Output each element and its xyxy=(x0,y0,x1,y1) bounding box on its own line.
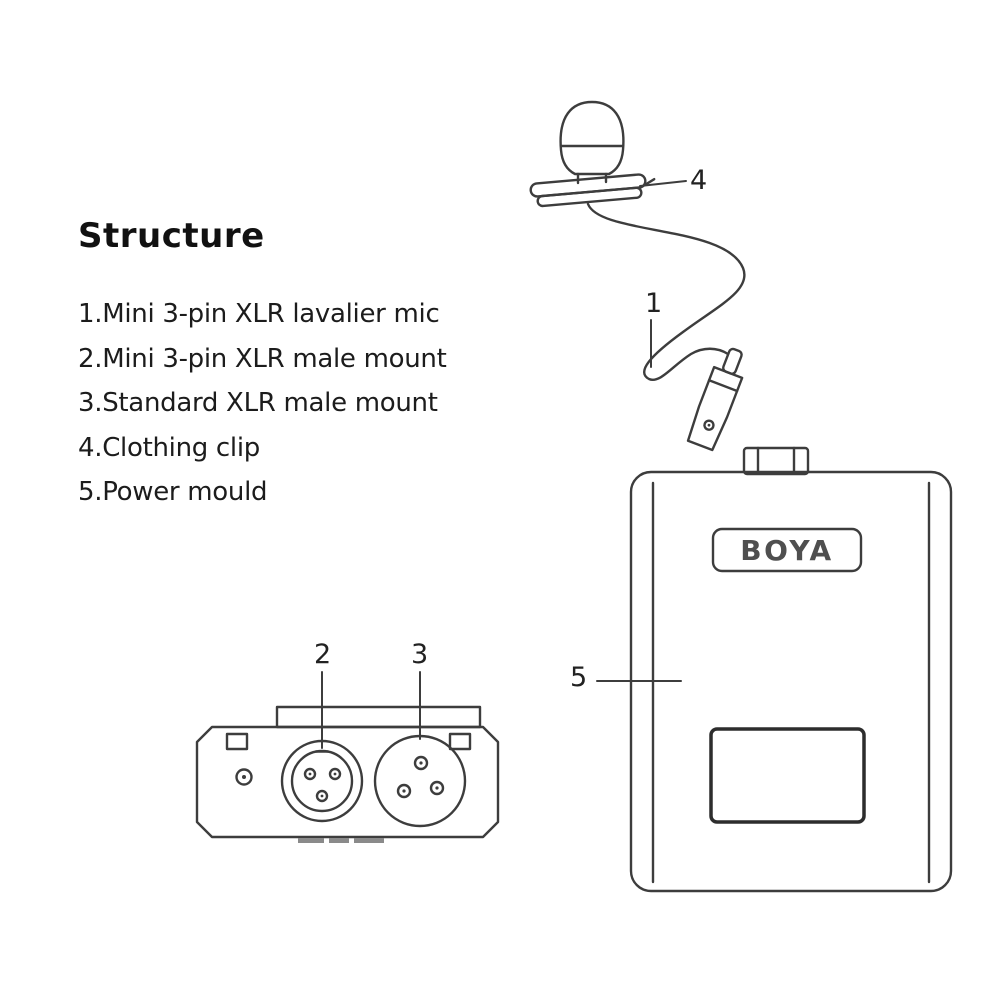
standard-xlr-male-mount xyxy=(373,734,467,828)
callout-label-2: 2 xyxy=(314,639,332,670)
callout-lines xyxy=(321,180,687,749)
moulded-print-marks xyxy=(298,838,384,843)
bodypack-input-jack xyxy=(742,446,810,476)
legend-item-5: 5.Power mould xyxy=(78,477,268,507)
callout-label-3: 3 xyxy=(411,639,429,670)
legend-item-3: 3.Standard XLR male mount xyxy=(78,388,438,418)
legend-item-4: 4.Clothing clip xyxy=(78,432,260,463)
mic-cable xyxy=(586,202,746,382)
brand-logo-plate: BOYA xyxy=(711,527,863,573)
mini-xlr-connector xyxy=(686,347,744,452)
clothing-clip xyxy=(529,173,656,208)
callout-label-1: 1 xyxy=(645,288,663,319)
legend-list: 1.Mini 3-pin XLR lavalier mic 2.Mini 3-p… xyxy=(78,292,447,515)
xlr-mounts-top-view xyxy=(195,705,500,843)
leader-line-4 xyxy=(639,180,687,187)
mini-xlr-male-mount xyxy=(280,739,364,823)
brand-logo: BOYA xyxy=(740,534,833,567)
bodypack-panel-window xyxy=(709,727,866,824)
top-view-tab xyxy=(275,705,482,729)
legend-item-1: 1.Mini 3-pin XLR lavalier mic xyxy=(78,299,440,329)
legend-item-2: 2.Mini 3-pin XLR male mount xyxy=(78,343,447,374)
callout-label-5: 5 xyxy=(570,662,588,693)
lavalier-mic-capsule xyxy=(559,100,625,185)
bodypack: BOYA xyxy=(629,470,953,893)
callout-label-4: 4 xyxy=(690,165,708,196)
page-title: Structure xyxy=(78,216,265,256)
